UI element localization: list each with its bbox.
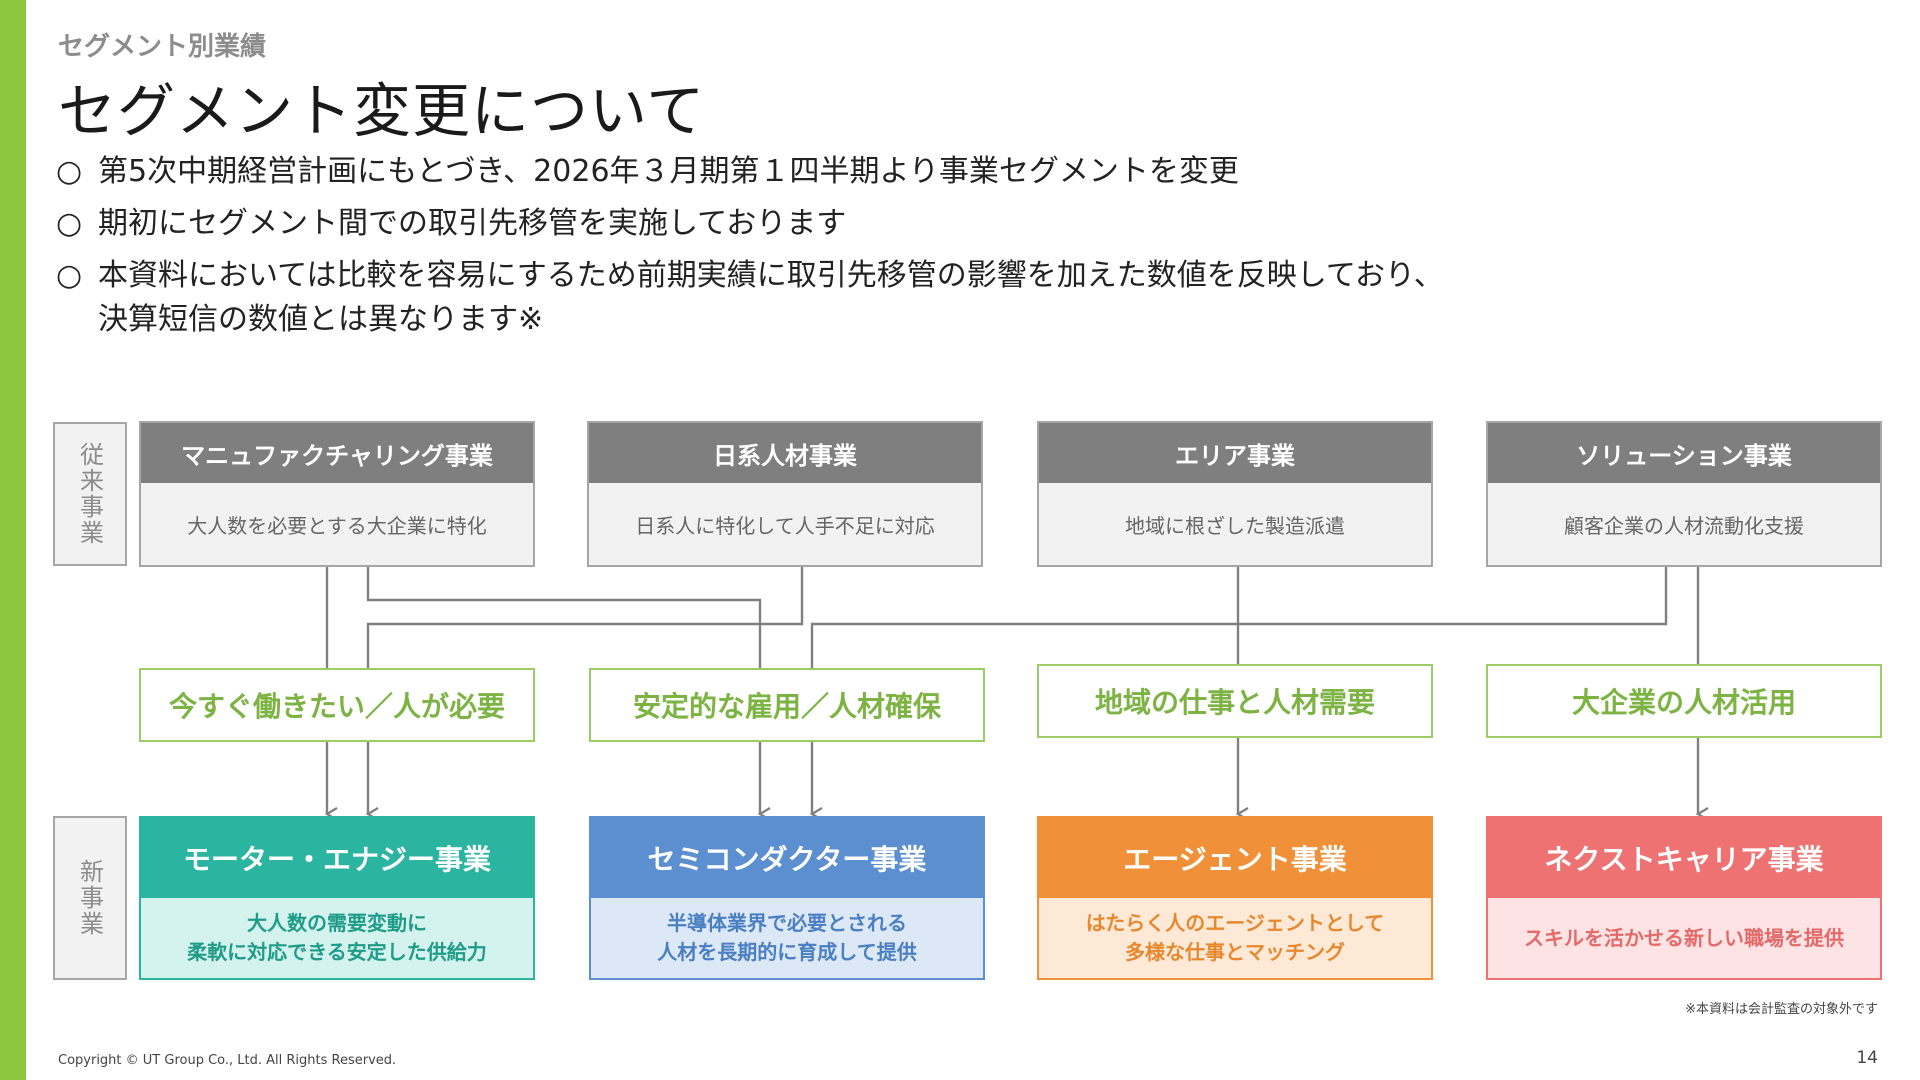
old-segment-desc: 大人数を必要とする大企業に特化 bbox=[187, 513, 487, 538]
copyright: Copyright © UT Group Co., Ltd. All Right… bbox=[58, 1053, 397, 1068]
old-segment-desc: 顧客企業の人材流動化支援 bbox=[1564, 513, 1804, 538]
new-segment-name: モーター・エナジー事業 bbox=[141, 818, 533, 898]
new-segment-motor-energy: モーター・エナジー事業 大人数の需要変動に 柔軟に対応できる安定した供給力 bbox=[139, 816, 535, 980]
accent-bar bbox=[0, 0, 26, 1080]
new-segment-name: セミコンダクター事業 bbox=[591, 818, 983, 898]
old-segment-desc: 地域に根ざした製造派遣 bbox=[1125, 513, 1345, 538]
new-segment-desc: 半導体業界で必要とされる 人材を長期的に育成して提供 bbox=[591, 898, 983, 978]
connector-line bbox=[366, 566, 762, 668]
bullet-item: ○ 期初にセグメント間での取引先移管を実施しております bbox=[56, 202, 1656, 246]
row-label-new: 新事業 bbox=[53, 816, 127, 980]
page-number: 14 bbox=[1856, 1048, 1878, 1068]
circle-bullet-icon: ○ bbox=[56, 258, 83, 293]
bullet-item: ○ 第5次中期経営計画にもとづき、2026年３月期第１四半期より事業セグメントを… bbox=[56, 150, 1656, 194]
new-segment-semiconductor: セミコンダクター事業 半導体業界で必要とされる 人材を長期的に育成して提供 bbox=[589, 816, 985, 980]
need-box: 安定的な雇用／人材確保 bbox=[589, 668, 985, 742]
need-box: 今すぐ働きたい／人が必要 bbox=[139, 668, 535, 742]
new-segment-name: エージェント事業 bbox=[1039, 818, 1431, 898]
new-segment-next-career: ネクストキャリア事業 スキルを活かせる新しい職場を提供 bbox=[1486, 816, 1882, 980]
connector-line bbox=[366, 566, 804, 668]
old-segment-name: マニュファクチャリング事業 bbox=[141, 423, 533, 483]
need-box: 大企業の人材活用 bbox=[1486, 664, 1882, 738]
bullet-text: 本資料においては比較を容易にするため前期実績に取引先移管の影響を加えた数値を反映… bbox=[98, 258, 1444, 293]
old-segment-nikkei: 日系人材事業 日系人に特化して人手不足に対応 bbox=[587, 421, 983, 567]
connector-line bbox=[810, 566, 1668, 668]
new-segment-desc: スキルを活かせる新しい職場を提供 bbox=[1488, 898, 1880, 978]
page-title: セグメント変更について bbox=[58, 77, 706, 145]
new-segment-name: ネクストキャリア事業 bbox=[1488, 818, 1880, 898]
new-segment-desc: はたらく人のエージェントとして 多様な仕事とマッチング bbox=[1039, 898, 1431, 978]
circle-bullet-icon: ○ bbox=[56, 206, 83, 241]
old-segment-desc: 日系人に特化して人手不足に対応 bbox=[635, 513, 935, 538]
bullet-item: ○ 本資料においては比較を容易にするため前期実績に取引先移管の影響を加えた数値を… bbox=[56, 254, 1656, 342]
bullet-list: ○ 第5次中期経営計画にもとづき、2026年３月期第１四半期より事業セグメントを… bbox=[56, 150, 1656, 350]
bullet-text-continued: 決算短信の数値とは異なります※ bbox=[98, 302, 544, 337]
need-box: 地域の仕事と人材需要 bbox=[1037, 664, 1433, 738]
old-segment-manufacturing: マニュファクチャリング事業 大人数を必要とする大企業に特化 bbox=[139, 421, 535, 567]
old-segment-solution: ソリューション事業 顧客企業の人材流動化支援 bbox=[1486, 421, 1882, 567]
section-label: セグメント別業績 bbox=[58, 32, 267, 62]
new-segment-agent: エージェント事業 はたらく人のエージェントとして 多様な仕事とマッチング bbox=[1037, 816, 1433, 980]
audit-footnote: ※本資料は会計監査の対象外です bbox=[1685, 1002, 1878, 1017]
old-segment-name: ソリューション事業 bbox=[1488, 423, 1880, 483]
old-segment-area: エリア事業 地域に根ざした製造派遣 bbox=[1037, 421, 1433, 567]
new-segment-desc: 大人数の需要変動に 柔軟に対応できる安定した供給力 bbox=[141, 898, 533, 978]
old-segment-name: 日系人材事業 bbox=[589, 423, 981, 483]
circle-bullet-icon: ○ bbox=[56, 154, 83, 189]
row-label-old: 従来事業 bbox=[53, 422, 127, 566]
old-segment-name: エリア事業 bbox=[1039, 423, 1431, 483]
bullet-text: 第5次中期経営計画にもとづき、2026年３月期第１四半期より事業セグメントを変更 bbox=[98, 154, 1239, 189]
bullet-text: 期初にセグメント間での取引先移管を実施しております bbox=[98, 206, 847, 241]
